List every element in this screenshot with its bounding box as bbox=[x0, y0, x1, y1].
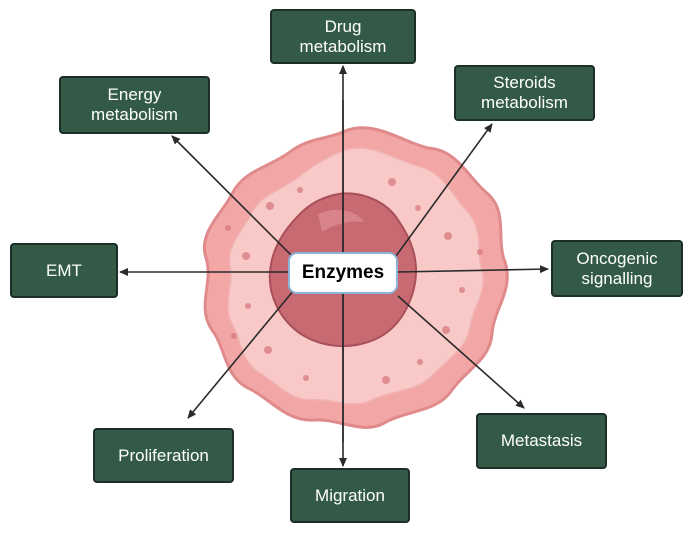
node-label: Energy metabolism bbox=[91, 85, 178, 124]
node-energy-metabolism: Energy metabolism bbox=[59, 76, 210, 134]
node-metastasis: Metastasis bbox=[476, 413, 607, 469]
node-label: EMT bbox=[46, 260, 82, 280]
arrow-proliferation bbox=[187, 289, 295, 419]
node-label: Metastasis bbox=[500, 431, 583, 450]
cancer-cell-icon bbox=[202, 126, 509, 429]
node-drug-metabolism: Drug metabolism bbox=[270, 9, 416, 64]
nucleus-highlight bbox=[318, 209, 364, 232]
node-emt: EMT bbox=[10, 243, 118, 298]
node-label: Oncogenic signalling bbox=[576, 248, 658, 288]
node-proliferation: Proliferation bbox=[93, 428, 234, 483]
arrow-energy bbox=[171, 135, 293, 257]
arrow-metastasis bbox=[397, 295, 525, 409]
center-label: Enzymes bbox=[301, 262, 385, 283]
node-label: Steroids metabolism bbox=[481, 73, 568, 112]
node-label: Proliferation bbox=[118, 445, 209, 465]
node-steroids-metabolism: Steroids metabolism bbox=[454, 65, 595, 121]
node-label: Migration bbox=[315, 485, 385, 505]
arrow-oncogenic bbox=[397, 265, 549, 274]
node-label: Drug metabolism bbox=[299, 16, 387, 56]
cell-granules bbox=[225, 178, 483, 384]
center-node: Enzymes bbox=[288, 252, 398, 294]
node-oncogenic-signalling: Oncogenic signalling bbox=[551, 240, 683, 297]
node-migration: Migration bbox=[290, 468, 410, 523]
arrow-steroids bbox=[395, 123, 493, 257]
